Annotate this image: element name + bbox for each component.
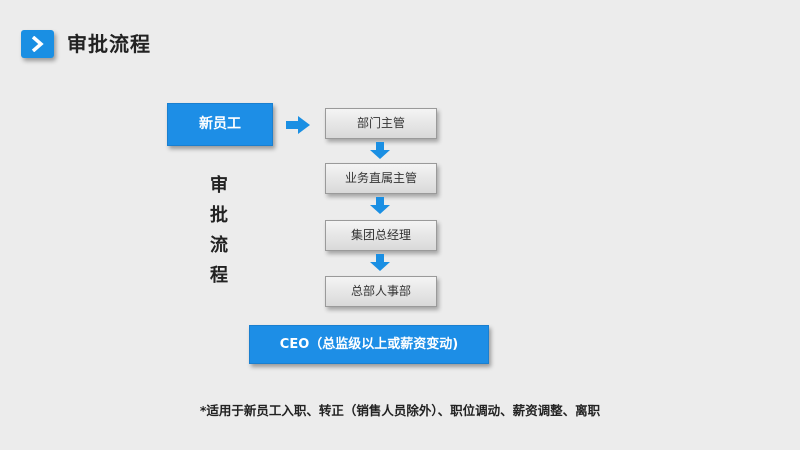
arrow-down-icon (370, 197, 390, 214)
step-business-manager: 业务直属主管 (325, 163, 437, 194)
side-label-char: 流 (210, 235, 228, 256)
chevron-right-icon (21, 30, 54, 58)
side-label-char: 审 (210, 175, 228, 196)
new-employee-box: 新员工 (167, 103, 273, 146)
side-label-char: 批 (210, 205, 228, 226)
ceo-box: CEO（总监级以上或薪资变动) (249, 325, 489, 364)
footnote: *适用于新员工入职、转正（销售人员除外）、职位调动、薪资调整、离职 (199, 403, 601, 418)
arrow-down-icon (370, 142, 390, 159)
step-dept-manager: 部门主管 (325, 108, 437, 139)
side-label-char: 程 (210, 265, 228, 286)
step-group-gm: 集团总经理 (325, 220, 437, 251)
page-title: 审批流程 (67, 32, 151, 56)
arrow-down-icon (370, 254, 390, 271)
arrow-right-icon (286, 116, 310, 134)
step-hq-hr: 总部人事部 (325, 276, 437, 307)
